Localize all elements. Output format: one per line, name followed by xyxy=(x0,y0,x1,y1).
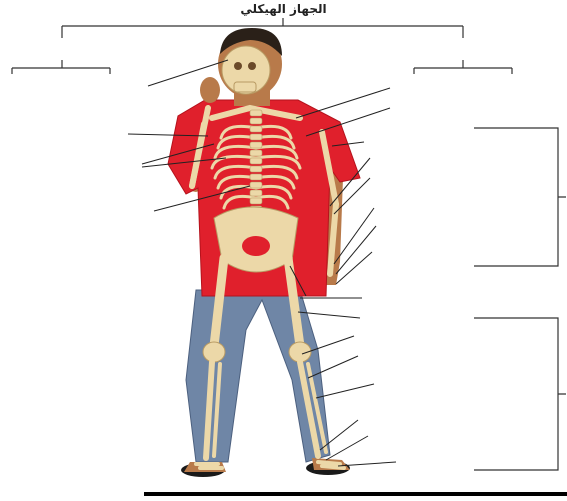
bottom-rule xyxy=(144,492,567,496)
leader-fibula xyxy=(316,384,374,398)
leader-right-clavicle xyxy=(296,88,390,118)
pelvis-opening xyxy=(242,236,270,256)
vertebra xyxy=(250,190,262,196)
vertebra xyxy=(250,126,262,132)
lower-bracket xyxy=(474,318,566,470)
right-foot-bones xyxy=(318,462,344,468)
vertebra xyxy=(250,150,262,156)
vertebra xyxy=(250,142,262,148)
hand-near-face xyxy=(200,77,220,103)
left-eye-socket xyxy=(234,62,242,70)
tree-right-branch xyxy=(414,60,512,74)
left-patella xyxy=(203,342,225,362)
vertebra xyxy=(250,110,262,116)
vertebra xyxy=(250,198,262,204)
tree-left-branch xyxy=(12,60,110,74)
right-eye-socket xyxy=(248,62,256,70)
leader-toes xyxy=(338,462,396,466)
vertebra xyxy=(250,166,262,172)
leader-foot xyxy=(326,436,368,460)
bracket-right xyxy=(474,128,566,470)
left-foot-bones xyxy=(196,464,222,468)
vertebra xyxy=(250,174,262,180)
human-skeleton-figure xyxy=(168,28,360,477)
upper-bracket xyxy=(474,128,566,266)
vertebra xyxy=(250,118,262,124)
vertebra xyxy=(250,158,262,164)
vertebra xyxy=(250,182,262,188)
jaw xyxy=(234,82,256,92)
vertebra xyxy=(250,134,262,140)
